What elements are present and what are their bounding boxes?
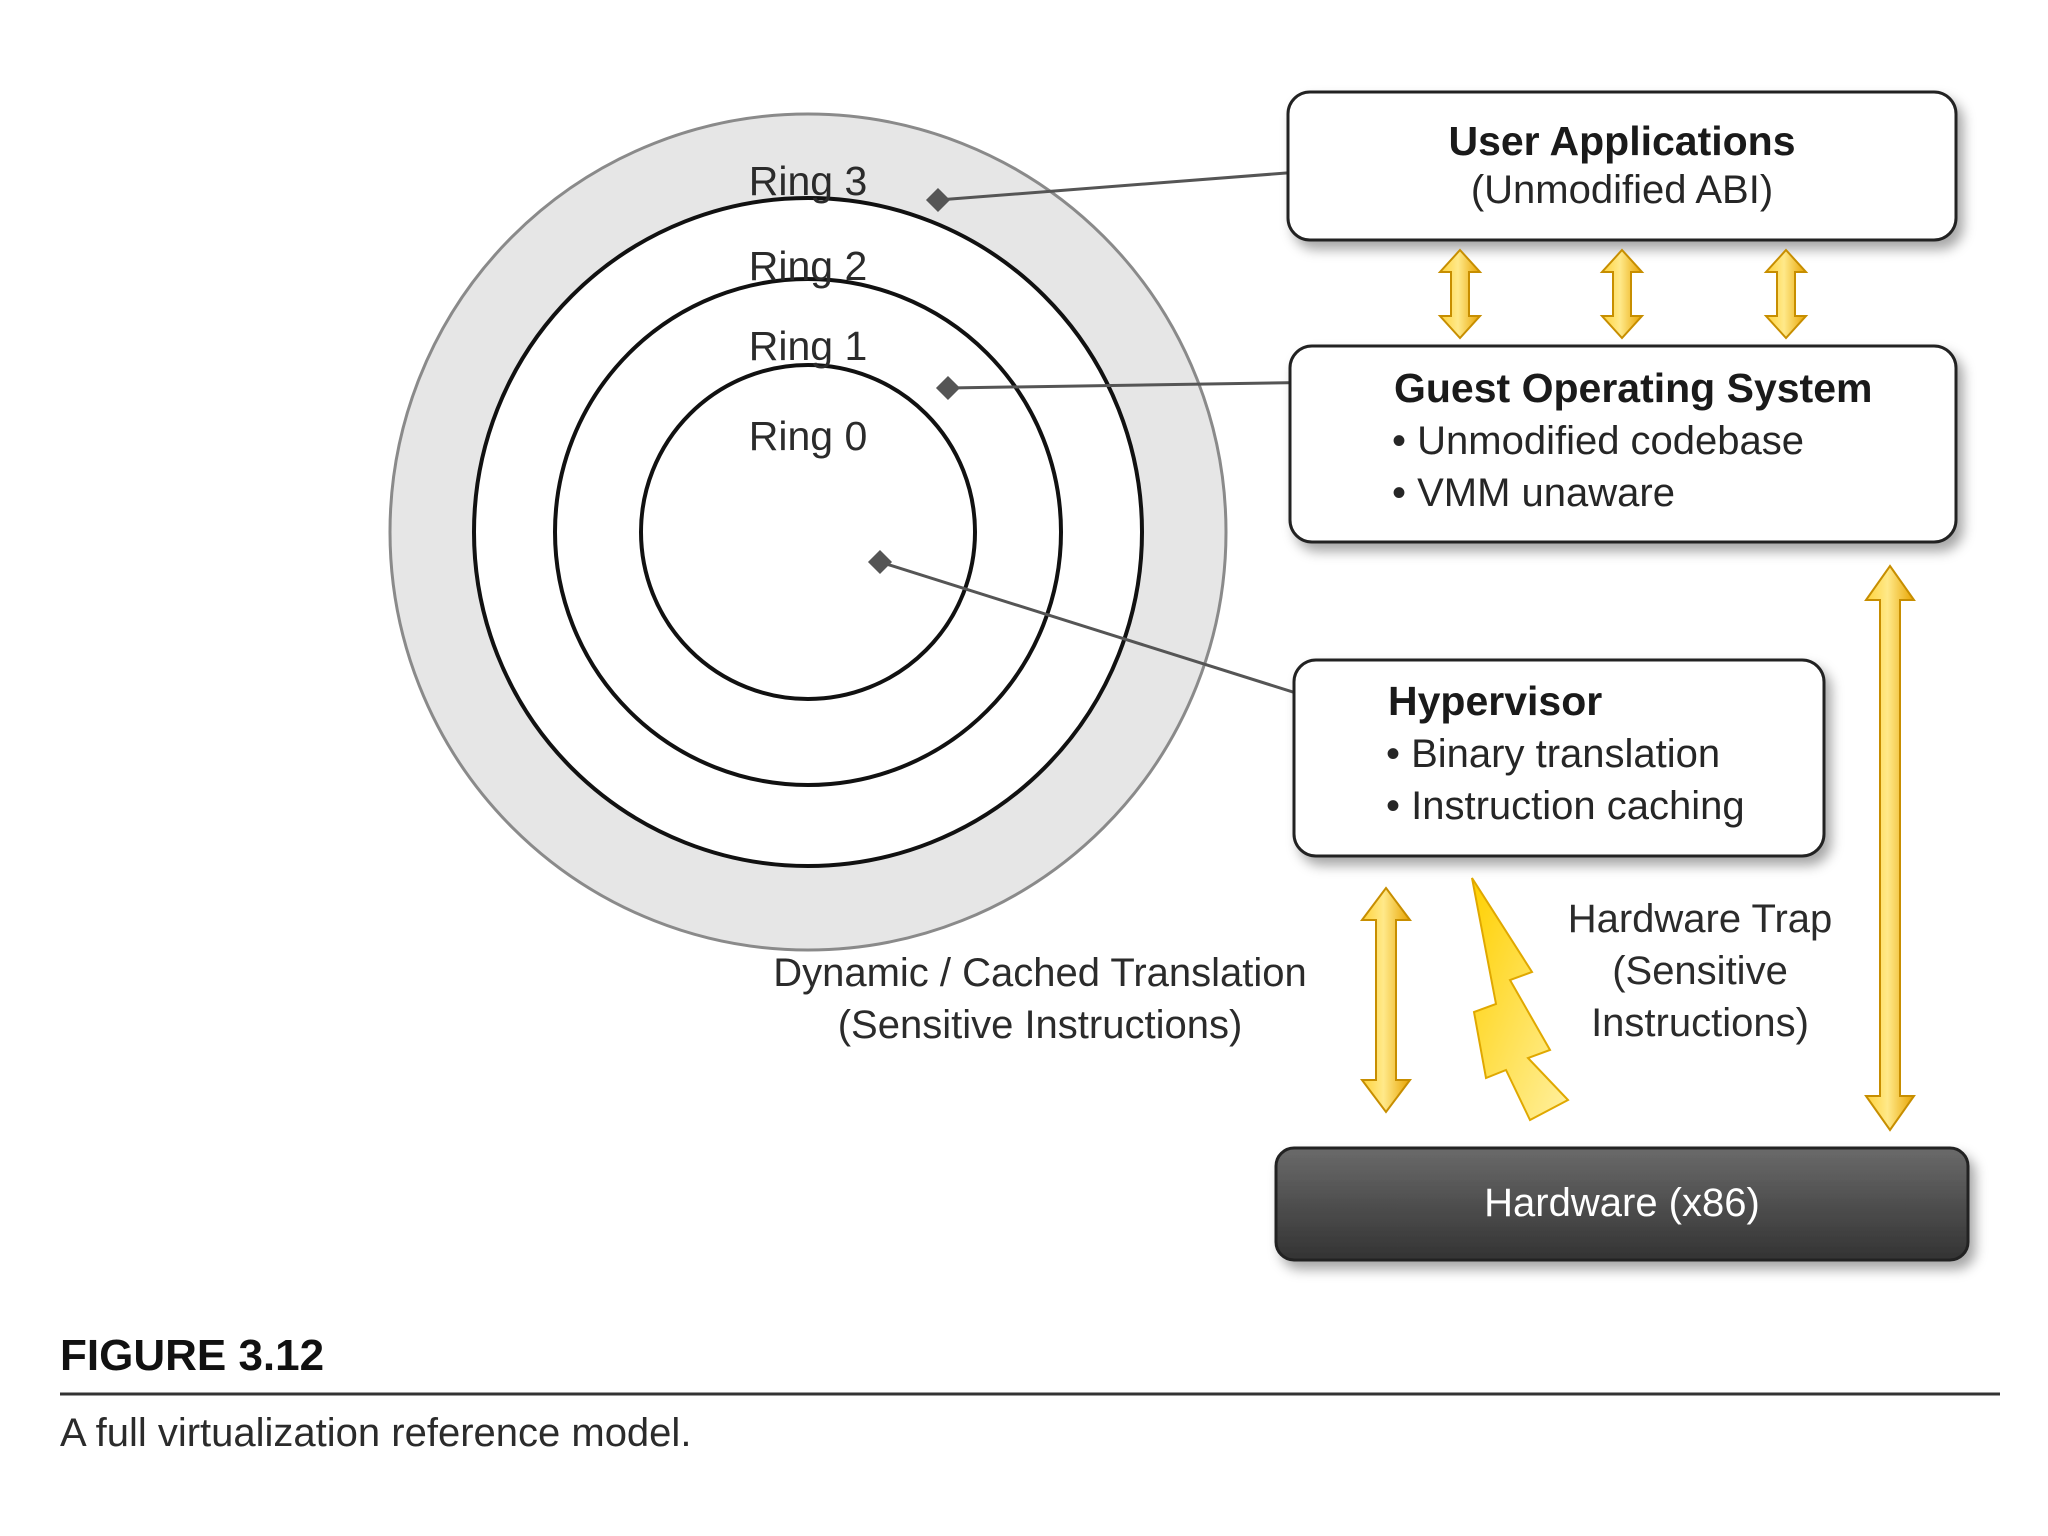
figure-caption: A full virtualization reference model.	[60, 1411, 691, 1455]
hardware-trap-line-3: Instructions)	[1591, 1001, 1809, 1045]
connector-ring3-userapps	[937, 168, 1326, 202]
ring-0-label: Ring 0	[749, 413, 868, 459]
connector-marker	[925, 187, 951, 213]
hypervisor-title: Hypervisor	[1388, 678, 1602, 724]
connector-ring1-guestos	[947, 380, 1337, 390]
ring-3-label: Ring 3	[749, 158, 868, 204]
ring-0-circle	[639, 363, 977, 701]
double-arrow-icon	[1599, 248, 1645, 340]
guest-os-title: Guest Operating System	[1394, 365, 1872, 411]
hardware-box: Hardware (x86)	[1274, 1146, 1970, 1262]
hardware-label: Hardware (x86)	[1484, 1181, 1760, 1225]
ring-1-label: Ring 1	[749, 323, 868, 369]
translation-double-arrow-icon	[1360, 886, 1412, 1114]
user-applications-box: User Applications (Unmodified ABI)	[1286, 90, 1958, 242]
dynamic-translation-line-1: Dynamic / Cached Translation	[773, 951, 1307, 995]
lightning-bolt-icon	[1471, 877, 1570, 1122]
ring-2-label: Ring 2	[749, 243, 868, 289]
connector-ring0-hypervisor	[879, 560, 1351, 712]
hypervisor-line-1: • Binary translation	[1386, 732, 1720, 776]
double-arrow-icon	[1763, 248, 1809, 340]
dynamic-translation-line-2: (Sensitive Instructions)	[838, 1003, 1243, 1047]
double-arrow-icon	[1437, 248, 1483, 340]
guest-os-box: Guest Operating System • Unmodified code…	[1288, 344, 1958, 544]
hypervisor-line-2: • Instruction caching	[1386, 784, 1745, 828]
hypervisor-box: Hypervisor • Binary translation • Instru…	[1292, 658, 1826, 858]
connector-marker	[867, 549, 893, 575]
guest-os-line-1: • Unmodified codebase	[1392, 419, 1804, 463]
guest-os-line-2: • VMM unaware	[1392, 471, 1675, 515]
figure-label: FIGURE 3.12	[60, 1331, 324, 1380]
arrows-apps-guest	[1437, 248, 1809, 340]
hardware-trap-line-1: Hardware Trap	[1568, 897, 1833, 941]
user-applications-subtitle: (Unmodified ABI)	[1471, 168, 1773, 212]
guest-hardware-double-arrow-icon	[1864, 564, 1916, 1132]
hardware-trap-line-2: (Sensitive	[1612, 949, 1788, 993]
hardware-trap-note: Hardware Trap (Sensitive Instructions)	[1568, 897, 1833, 1045]
rings: Ring 3 Ring 2 Ring 1 Ring 0	[388, 112, 1228, 952]
dynamic-translation-note: Dynamic / Cached Translation (Sensitive …	[773, 951, 1307, 1047]
connector-marker	[935, 375, 961, 401]
user-applications-title: User Applications	[1448, 118, 1795, 164]
